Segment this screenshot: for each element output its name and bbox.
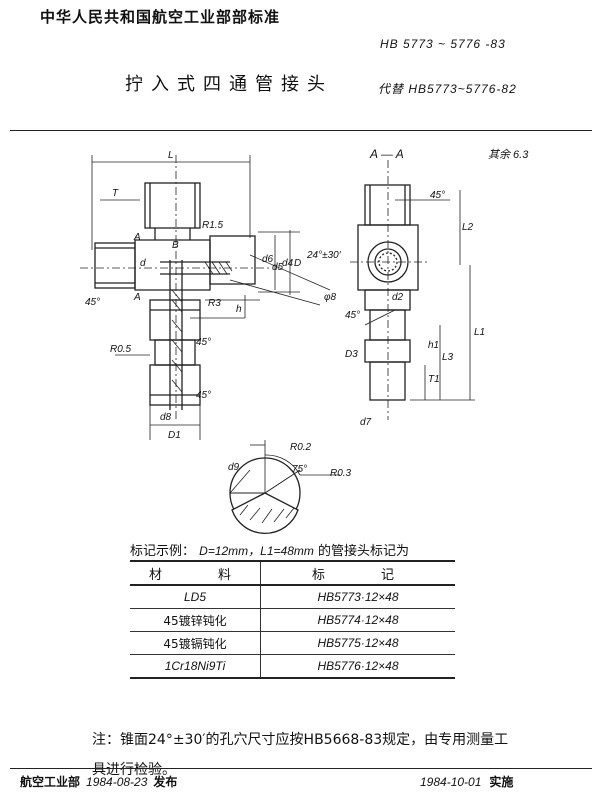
dim-L2-right: L2 bbox=[462, 222, 474, 233]
dim-d: d bbox=[140, 258, 146, 269]
dim-R03: R0.3 bbox=[330, 468, 352, 479]
mark-cell: HB5775·12×48 bbox=[260, 631, 455, 655]
dim-d9: d9 bbox=[228, 462, 240, 473]
dim-D3: D3 bbox=[345, 349, 358, 360]
material-cell: LD5 bbox=[130, 585, 261, 609]
footer-effective: 1984-10-01 实施 bbox=[420, 773, 513, 790]
publisher-standard: 中华人民共和国航空工业部部标准 bbox=[40, 8, 281, 26]
footer-rule bbox=[10, 768, 592, 769]
table-row: LD5 HB5773·12×48 bbox=[130, 585, 455, 609]
document-title: 拧入式四通管接头 bbox=[125, 74, 333, 95]
dim-d5: d5 bbox=[272, 262, 284, 273]
footnote: 注：锥面24°±30′的孔穴尺寸应按HB5668-83规定，由专用测量工具进行检… bbox=[92, 732, 509, 778]
dim-D1: D1 bbox=[168, 430, 181, 441]
marking-example-suffix: 的管接头标记为 bbox=[318, 544, 410, 559]
top-thread-boss bbox=[144, 182, 201, 229]
marking-example-prefix: 标记示例： bbox=[130, 544, 196, 559]
right-thread-boss bbox=[209, 235, 256, 285]
technical-drawing: L T R1.5 B 24°±30′ d6 d5 d4 D d A A 45° … bbox=[80, 147, 529, 534]
section-label: A — A bbox=[369, 147, 404, 161]
dim-R02: R0.2 bbox=[290, 442, 312, 453]
dim-L1: L1 bbox=[474, 327, 485, 338]
header-rule bbox=[10, 130, 592, 131]
table-row: 45镀锌钝化 HB5774·12×48 bbox=[130, 608, 455, 632]
table-header-mark: 标 记 bbox=[260, 560, 455, 586]
dim-D: D bbox=[294, 258, 301, 269]
table-row: 45镀镉钝化 HB5775·12×48 bbox=[130, 631, 455, 655]
mark-cell: HB5774·12×48 bbox=[260, 608, 455, 632]
marking-example-spec: D=12mm，L1=48mm bbox=[199, 544, 314, 558]
dim-angle-45-right: 45° bbox=[430, 190, 445, 201]
table-header-material: 材 料 bbox=[130, 560, 261, 586]
section-mark-A-bottom: A bbox=[133, 292, 141, 303]
table-header-row: 材 料 标 记 bbox=[130, 560, 455, 586]
dim-R05: R0.5 bbox=[110, 344, 132, 355]
footer-issuer: 航空工业部 bbox=[20, 775, 81, 789]
table-row: 1Cr18Ni9Ti HB5776·12×48 bbox=[130, 654, 455, 679]
dim-angle-45-left: 45° bbox=[85, 297, 100, 308]
dim-B: B bbox=[172, 240, 179, 251]
footer-issue-label: 发布 bbox=[153, 775, 178, 789]
dim-T: T bbox=[112, 188, 119, 199]
dim-h: h bbox=[236, 304, 242, 315]
footer-effective-label: 实施 bbox=[489, 775, 514, 789]
dim-d6: d6 bbox=[262, 254, 274, 265]
section-mark-A-top: A bbox=[133, 232, 141, 243]
marking-table: 材 料 标 记 LD5 HB5773·12×48 45镀锌钝化 HB5774·1… bbox=[130, 560, 455, 679]
dim-angle-45-b: 45° bbox=[196, 390, 211, 401]
footer-issue-date: 1984-08-23 bbox=[86, 775, 148, 789]
dim-angle-45-a: 45° bbox=[196, 337, 211, 348]
surface-finish: 其余 6.3 bbox=[488, 148, 529, 161]
dim-angle-24: 24°±30′ bbox=[306, 250, 342, 261]
mark-cell: HB5773·12×48 bbox=[260, 585, 455, 609]
dim-L3: L3 bbox=[442, 352, 454, 363]
footer-effective-date: 1984-10-01 bbox=[420, 775, 482, 789]
dim-T1: T1 bbox=[428, 374, 440, 385]
dim-L: L bbox=[168, 150, 174, 161]
material-cell: 45镀锌钝化 bbox=[130, 608, 261, 632]
dim-R15: R1.5 bbox=[202, 220, 224, 231]
dim-h1: h1 bbox=[428, 340, 439, 351]
marking-example: 标记示例： D=12mm，L1=48mm 的管接头标记为 bbox=[130, 540, 409, 559]
dim-angle-75: 75° bbox=[292, 464, 307, 475]
dim-phi8: φ8 bbox=[324, 292, 337, 303]
dim-R3: R3 bbox=[208, 298, 221, 309]
mark-cell: HB5776·12×48 bbox=[260, 654, 455, 679]
material-cell: 45镀镉钝化 bbox=[130, 631, 261, 655]
left-thread-boss bbox=[94, 242, 136, 289]
material-cell: 1Cr18Ni9Ti bbox=[130, 654, 261, 679]
dim-d7: d7 bbox=[360, 417, 372, 428]
replaces-standard: 代替 HB5773~5776-82 bbox=[378, 82, 517, 96]
dim-d8: d8 bbox=[160, 412, 172, 423]
footer-issue: 航空工业部 1984-08-23 发布 bbox=[20, 773, 177, 790]
dim-d4: d4 bbox=[282, 258, 294, 269]
dim-d2: d2 bbox=[392, 292, 404, 303]
dim-angle-45-section: 45° bbox=[345, 310, 360, 321]
standard-number: HB 5773 ~ 5776 -83 bbox=[380, 37, 506, 51]
